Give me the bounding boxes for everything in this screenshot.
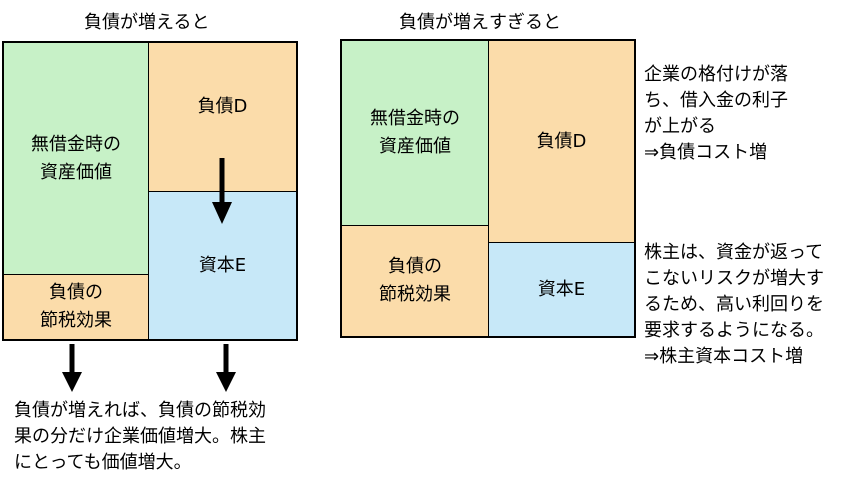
- right-tax-shield-label: 負債の 節税効果: [379, 256, 451, 305]
- left-equity-label: 資本E: [198, 254, 247, 276]
- left-asset-value-box: 無借金時の 資産価値: [3, 42, 149, 275]
- right-asset-value-label: 無借金時の 資産価値: [370, 108, 460, 157]
- debt-increase-arrow-icon: [212, 158, 232, 224]
- left-debt-label: 負債D: [197, 96, 248, 117]
- right-debt-note: 企業の格付けが落 ち、借入金の利子 が上がる ⇒負債コスト増: [644, 64, 788, 163]
- left-tax-shield-label: 負債の 節税効果: [40, 282, 112, 331]
- right-asset-value-box: 無借金時の 資産価値: [341, 40, 489, 226]
- left-down-arrow-icon: [62, 344, 82, 392]
- right-down-arrow-icon: [216, 344, 236, 392]
- right-diagram-title: 負債が増えすぎると: [399, 12, 561, 33]
- left-note: 負債が増えれば、負債の節税効 果の分だけ企業価値増大。株主 にとっても価値増大。: [14, 400, 266, 473]
- right-debt-label: 負債D: [536, 130, 587, 152]
- right-equity-box: 資本E: [488, 242, 635, 337]
- right-equity-note: 株主は、資金が返って こないリスクが増大す るため、高い利回りを 要求するように…: [644, 242, 824, 367]
- right-tax-shield-box: 負債の 節税効果: [341, 225, 489, 337]
- left-asset-value-label: 無借金時の 資産価値: [31, 133, 121, 183]
- left-tax-shield-box: 負債の 節税効果: [3, 274, 149, 340]
- left-diagram-title: 負債が増えると: [84, 12, 210, 33]
- right-equity-label: 資本E: [537, 278, 586, 300]
- right-debt-box: 負債D: [488, 40, 635, 243]
